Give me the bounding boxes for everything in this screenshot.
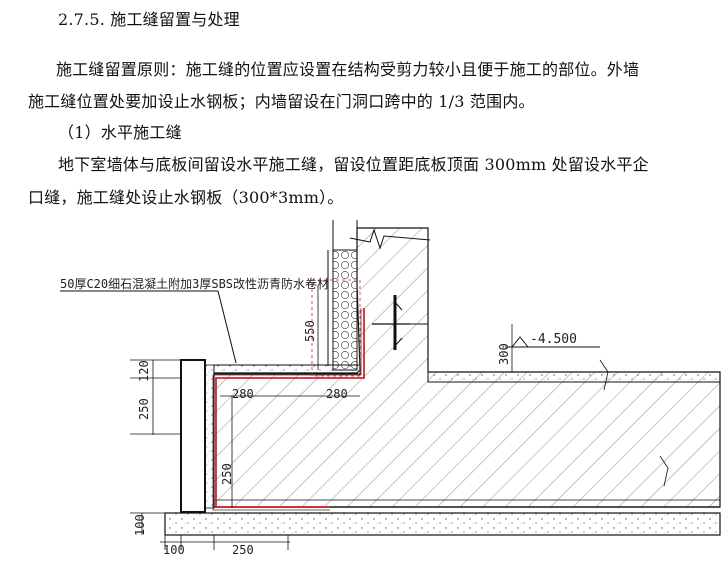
dim-250-left: 250 (137, 398, 151, 420)
paragraph-2-line-1: 地下室墙体与底板间留设水平施工缝，留设位置距底板顶面 300mm 处留设水平企 (58, 155, 649, 174)
sub-heading: （1）水平施工缝 (58, 123, 182, 142)
dim-280-b: 280 (326, 387, 348, 401)
elevation-label: -4.500 (530, 332, 577, 347)
protective-layer-step (427, 371, 721, 383)
dim-250-horizontal: 250 (232, 543, 254, 557)
waterproof-membrane (215, 308, 365, 508)
construction-joint-drawing: 50厚C20细石混凝土附加3厚SBS改性沥青防水卷材 -4.500 550 30… (60, 220, 721, 557)
paragraph-1-line-1: 施工缝留置原则：施工缝的位置应设置在结构受剪力较小且便于施工的部位。外墙 (56, 60, 640, 79)
dim-100-vertical: 100 (133, 514, 147, 536)
dim-120: 120 (137, 360, 151, 382)
brick-protection-wall (180, 359, 206, 513)
insulation-board (332, 249, 358, 371)
dim-100-horizontal: 100 (163, 543, 185, 557)
dim-550: 550 (303, 320, 317, 342)
bottom-cushion-layer (164, 512, 721, 536)
paragraph-1-line-2: 施工缝位置处要加设止水钢板；内墙留设在门洞口跨中的 1/3 范围内。 (28, 92, 535, 111)
paragraph-2-line-2: 口缝，施工缝处设止水钢板（300*3mm）。 (28, 188, 344, 207)
dim-250-vertical: 250 (220, 463, 234, 485)
section-heading: 2.7.5. 施工缝留置与处理 (58, 10, 240, 29)
material-callout: 50厚C20细石混凝土附加3厚SBS改性沥青防水卷材 (60, 276, 329, 291)
dim-280-a: 280 (232, 387, 254, 401)
dim-300: 300 (497, 343, 511, 365)
